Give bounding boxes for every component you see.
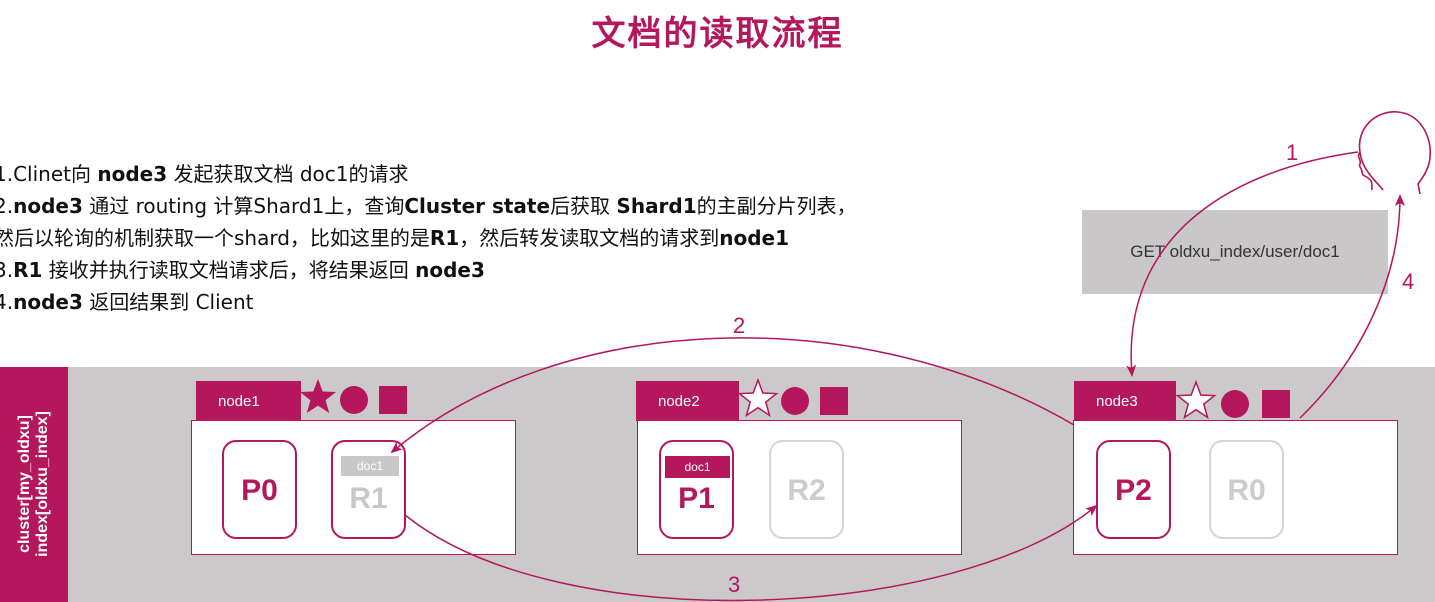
shard-label: R0 [1227,474,1266,507]
client-head-icon [1357,111,1431,195]
shard-p1: doc1 P1 [659,440,734,539]
doc-badge: doc1 [341,456,399,476]
step-text: node1 [719,226,790,250]
doc-badge: doc1 [665,456,730,478]
arrow-label-3: 3 [728,572,741,597]
arrow-label-2: 2 [733,313,746,338]
shard-label: R1 [349,482,388,515]
step-text: 的主副分片列表， [696,194,857,218]
page-title: 文档的读取流程 [591,14,844,54]
shard-label: P2 [1115,474,1152,507]
step-text: node3 [13,194,83,218]
step-text: 发起获取文档 doc1的请求 [167,162,409,186]
step-text: ，然后转发读取文档的请求到 [459,226,720,250]
step-text: 接收并执行读取文档请求后，将结果返回 [42,258,416,282]
index-name: index[oldxu_index] [34,411,51,557]
node3-tab: node3 [1074,381,1176,421]
shard-r1: doc1 R1 [331,440,406,539]
step-text: Shard1 [616,194,697,218]
shard-r2: R2 [769,440,844,539]
step-line: 2.node3 通过 routing 计算Shard1上，查询Cluster s… [0,190,857,222]
cluster-text: cluster[my_oldxu] index[oldxu_index] [16,411,52,557]
step-line: 1.Clinet向 node3 发起获取文档 doc1的请求 [0,158,857,190]
step-text: node3 [97,162,168,186]
step-text: 4. [0,290,14,314]
step-text: Cluster state [404,194,551,218]
step-text: 返回结果到 Client [82,290,254,314]
shard-label: R2 [787,474,826,507]
step-line: 4.node3 返回结果到 Client [0,286,857,318]
step-text: 通过 routing 计算Shard1上，查询 [82,194,405,218]
step-line: 3.R1 接收并执行读取文档请求后，将结果返回 node3 [0,254,857,286]
step-text: 然后以轮询的机制获取一个shard，比如这里的是 [0,226,430,250]
cluster-label [0,367,68,602]
shard-r0: R0 [1209,440,1284,539]
node2-tab: node2 [636,381,739,421]
step-line: 然后以轮询的机制获取一个shard，比如这里的是R1，然后转发读取文档的请求到n… [0,222,857,254]
node1-tab: node1 [196,381,301,421]
step-text: 3. [0,258,14,282]
shard-label: P1 [678,482,715,515]
step-text: 1.Clinet向 [0,162,98,186]
step-text: 后获取 [550,194,617,218]
cluster-name: cluster[my_oldxu] [16,415,33,553]
step-text: node3 [415,258,485,282]
arrow-label-4: 4 [1402,269,1415,294]
shard-label: P0 [241,474,278,507]
shard-p0: P0 [222,440,297,539]
step-text: R1 [13,258,43,282]
step-text: 2. [0,194,14,218]
request-box: GET oldxu_index/user/doc1 [1082,210,1388,294]
arrow-label-1: 1 [1286,140,1299,165]
step-text: node3 [13,290,83,314]
shard-p2: P2 [1096,440,1171,539]
step-text: R1 [429,226,460,250]
